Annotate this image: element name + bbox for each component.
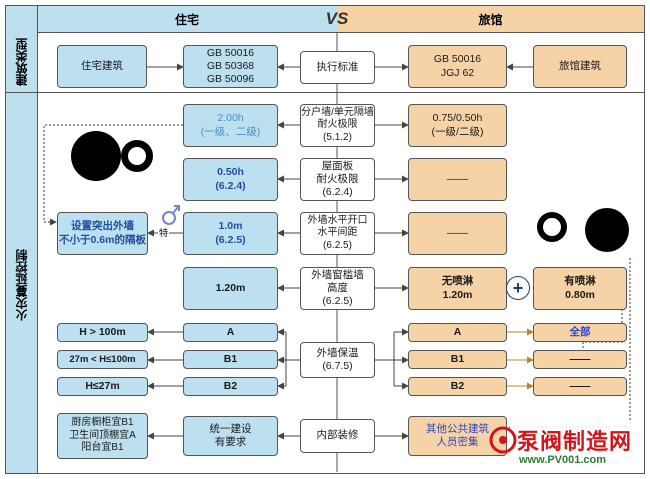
left-grade-a: A — [183, 323, 278, 342]
left-grade-b2: B2 — [183, 377, 278, 396]
right-grade-b1: B1 — [408, 350, 507, 369]
residence-codes-box: GB 50016 GB 50368 GB 50096 — [183, 45, 278, 88]
standard-center-box: 执行标准 — [300, 51, 375, 84]
horizontal-partition-note: 设置突出外墙 不小于0.6m的隔板 — [57, 212, 148, 255]
large-black-circle-icon — [71, 131, 121, 181]
decoration-left-box: 统一建设 有要求 — [183, 416, 278, 456]
male-symbol-icon — [162, 205, 180, 225]
roof-left-box: 0.50h (6.2.4) — [183, 158, 278, 201]
hotel-codes-box: GB 50016 JGJ 62 — [408, 45, 507, 88]
scope-b1: —— — [533, 350, 627, 369]
vs-icon: VS — [325, 9, 349, 28]
watermark-name: 泵阀制造网 — [517, 429, 633, 454]
scope-all: 全部 — [533, 323, 627, 342]
decoration-center-box: 内部装修 — [300, 419, 375, 453]
sill-sprinkler-box: 有喷淋 0.80m — [533, 267, 627, 310]
roof-right-box: —— — [408, 158, 507, 201]
watermark-url: www.PV001.com — [519, 454, 607, 466]
sill-center-box: 外墙窗槛墙 高度 (6.2.5) — [300, 267, 375, 310]
header-right-bg — [337, 6, 644, 33]
scope-b2: —— — [533, 377, 627, 396]
insulation-center-box: 外墙保温 (6.7.5) — [300, 342, 375, 378]
height-under-27: H≤27m — [57, 377, 148, 396]
left-grade-b1: B1 — [183, 350, 278, 369]
watermark-logo-icon — [489, 426, 517, 454]
horizontal-left-box: 1.0m (6.2.5) — [183, 212, 278, 255]
diagram-frame — [5, 5, 645, 474]
height-over-100: H > 100m — [57, 323, 148, 342]
residence-type-box: 住宅建筑 — [57, 45, 147, 88]
hotel-type-box: 旅馆建筑 — [533, 45, 627, 88]
sill-left-box: 1.20m — [183, 267, 278, 310]
ring-icon-right — [537, 212, 567, 242]
header-left-bg — [37, 6, 337, 33]
decoration-detail-box: 厨房橱柜宜B1 卫生间顶棚宜A 阳台宜B1 — [57, 413, 148, 459]
partition-right-box: 0.75/0.50h (一级/二级) — [408, 104, 507, 147]
row-divider — [6, 92, 645, 93]
height-27-100: 27m < H≤100m — [57, 350, 148, 369]
row-label-column — [6, 6, 38, 473]
partition-left-box: 2.00h (一级、二级) — [183, 104, 278, 147]
special-label: 特 — [158, 226, 170, 239]
watermark-bg — [510, 420, 640, 472]
black-circle-icon-right — [585, 208, 629, 252]
plus-icon: + — [506, 276, 530, 300]
horizontal-center-box: 外墙水平开口 水平间距 (6.2.5) — [300, 212, 375, 255]
roof-center-box: 屋面板 耐火极限 (6.2.4) — [300, 158, 375, 201]
horizontal-right-box: —— — [408, 212, 507, 255]
right-grade-b2: B2 — [408, 377, 507, 396]
sill-no-sprinkler-box: 无喷淋 1.20m — [408, 267, 507, 310]
right-grade-a: A — [408, 323, 507, 342]
header-residence: 住宅 — [174, 12, 199, 27]
header-hotel: 旅馆 — [478, 12, 503, 27]
partition-center-box: 分户墙/单元隔墙 耐火极限 (5.1.2) — [300, 104, 375, 147]
ring-icon — [121, 140, 153, 172]
